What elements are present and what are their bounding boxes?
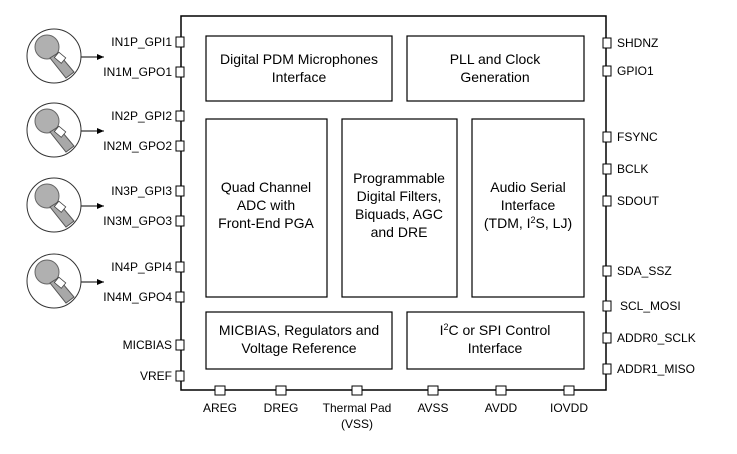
pin-label-thermal-pad: Thermal Pad bbox=[323, 401, 392, 415]
microphone-icon bbox=[26, 177, 82, 233]
micbias-block-line2: Voltage Reference bbox=[241, 340, 356, 356]
pin-label-vref: VREF bbox=[140, 369, 172, 383]
pin-areg bbox=[214, 385, 226, 396]
pin-in1p bbox=[175, 36, 185, 48]
pin-avdd bbox=[495, 385, 507, 396]
pin-bclk bbox=[602, 163, 612, 175]
right-pins: SHDNZ GPIO1 FSYNC BCLK SDOUT SDA_SSZ SCL… bbox=[602, 36, 696, 376]
pdm-block-line1: Digital PDM Microphones bbox=[220, 51, 378, 67]
pin-in2m bbox=[175, 140, 185, 152]
filters-block-line3: Biquads, AGC bbox=[355, 206, 443, 222]
pin-label-micbias: MICBIAS bbox=[123, 338, 172, 352]
pin-label-avss: AVSS bbox=[417, 401, 448, 415]
pin-addr0-sclk bbox=[602, 332, 612, 344]
pdm-block: Digital PDM Microphones Interface bbox=[205, 35, 393, 102]
pin-in3m bbox=[175, 215, 185, 227]
left-pins: IN1P_GPI1 IN1M_GPO1 IN2P_GPI2 IN2M_GPO2 … bbox=[103, 35, 185, 383]
pin-label-shdnz: SHDNZ bbox=[617, 36, 658, 50]
pin-dreg bbox=[275, 385, 287, 396]
pin-sdout bbox=[602, 195, 612, 207]
pin-label-sda-ssz: SDA_SSZ bbox=[617, 264, 672, 278]
pin-in4m bbox=[175, 291, 185, 303]
bottom-pins: AREG DREG Thermal Pad (VSS) AVSS AVDD IO… bbox=[203, 385, 588, 431]
pin-iovdd bbox=[563, 385, 575, 396]
pin-label-in3p: IN3P_GPI3 bbox=[111, 184, 172, 198]
pin-label-vss: (VSS) bbox=[341, 417, 373, 431]
pin-vref bbox=[175, 370, 185, 382]
microphone-2 bbox=[26, 102, 104, 158]
microphone-1 bbox=[26, 28, 104, 84]
pin-scl-mosi bbox=[602, 300, 612, 312]
pin-sda-ssz bbox=[602, 265, 612, 277]
pdm-block-line2: Interface bbox=[272, 69, 327, 85]
pin-gpio1 bbox=[602, 65, 612, 77]
adc-block-line2: ADC with bbox=[237, 197, 295, 213]
pin-in3p bbox=[175, 185, 185, 197]
pin-thermal-pad bbox=[351, 385, 363, 396]
pll-block: PLL and Clock Generation bbox=[406, 35, 585, 102]
filters-block: Programmable Digital Filters, Biquads, A… bbox=[341, 118, 458, 298]
pin-label-areg: AREG bbox=[203, 401, 237, 415]
pin-label-in3m: IN3M_GPO3 bbox=[103, 214, 172, 228]
control-block-line1: I2C or SPI Control bbox=[440, 322, 551, 338]
pin-label-bclk: BCLK bbox=[617, 162, 648, 176]
pin-label-dreg: DREG bbox=[264, 401, 299, 415]
pin-label-sdout: SDOUT bbox=[617, 194, 660, 208]
pin-in2p bbox=[175, 110, 185, 122]
microphone-icon bbox=[26, 102, 82, 158]
pin-addr1-miso bbox=[602, 363, 612, 375]
pin-label-in2m: IN2M_GPO2 bbox=[103, 139, 172, 153]
pin-label-addr1-miso: ADDR1_MISO bbox=[617, 362, 695, 376]
filters-block-line4: and DRE bbox=[371, 224, 428, 240]
pin-shdnz bbox=[602, 37, 612, 49]
pll-block-line2: Generation bbox=[460, 69, 529, 85]
pin-label-in4p: IN4P_GPI4 bbox=[111, 260, 172, 274]
adc-block-line1: Quad Channel bbox=[221, 179, 311, 195]
adc-block: Quad Channel ADC with Front-End PGA bbox=[205, 118, 328, 298]
pin-label-avdd: AVDD bbox=[485, 401, 518, 415]
pin-label-fsync: FSYNC bbox=[617, 130, 658, 144]
pin-label-gpio1: GPIO1 bbox=[617, 64, 654, 78]
asi-block-line2: Interface bbox=[501, 197, 556, 213]
pin-label-in1m: IN1M_GPO1 bbox=[103, 65, 172, 79]
control-block: I2C or SPI Control Interface bbox=[406, 311, 585, 370]
control-block-line2: Interface bbox=[468, 340, 523, 356]
pin-label-in4m: IN4M_GPO4 bbox=[103, 290, 172, 304]
pin-label-scl-mosi: SCL_MOSI bbox=[620, 299, 681, 313]
pin-label-iovdd: IOVDD bbox=[550, 401, 588, 415]
micbias-block-line1: MICBIAS, Regulators and bbox=[219, 322, 379, 338]
pin-label-in2p: IN2P_GPI2 bbox=[111, 109, 172, 123]
asi-block-line1: Audio Serial bbox=[490, 179, 566, 195]
pin-micbias bbox=[175, 339, 185, 351]
adc-block-line3: Front-End PGA bbox=[218, 215, 314, 231]
pin-in1m bbox=[175, 66, 185, 78]
pin-label-addr0-sclk: ADDR0_SCLK bbox=[617, 331, 696, 345]
microphone-4 bbox=[26, 253, 104, 309]
filters-block-line1: Programmable bbox=[353, 170, 445, 186]
micbias-block: MICBIAS, Regulators and Voltage Referenc… bbox=[205, 311, 393, 370]
asi-block-line3: (TDM, I2S, LJ) bbox=[484, 215, 572, 231]
pll-block-line1: PLL and Clock bbox=[450, 51, 542, 67]
microphone-3 bbox=[26, 177, 104, 233]
pin-in4p bbox=[175, 261, 185, 273]
pin-avss bbox=[427, 385, 439, 396]
filters-block-line2: Digital Filters, bbox=[357, 188, 442, 204]
microphone-icon bbox=[26, 253, 82, 309]
asi-block: Audio Serial Interface (TDM, I2S, LJ) bbox=[471, 118, 585, 298]
microphone-icon bbox=[26, 28, 82, 84]
pin-label-in1p: IN1P_GPI1 bbox=[111, 35, 172, 49]
pin-fsync bbox=[602, 131, 612, 143]
